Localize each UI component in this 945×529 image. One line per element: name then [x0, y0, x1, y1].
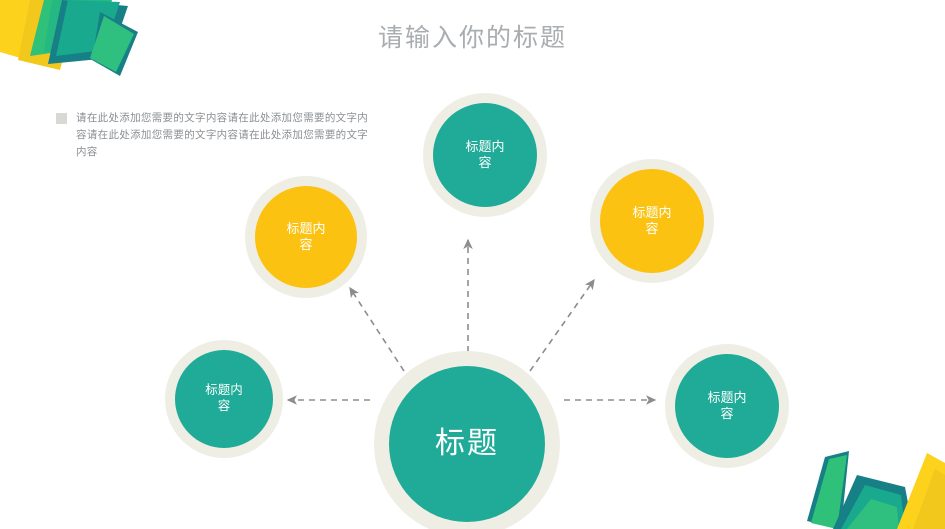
diagram-node-right-disc: 标题内容: [675, 354, 779, 458]
diagram-node-right-upper[interactable]: 标题内容: [590, 159, 714, 283]
diagram-node-center-label: 标题: [435, 427, 499, 461]
diagram-node-center-disc: 标题: [389, 366, 545, 522]
diagram-node-left-upper-disc: 标题内容: [255, 186, 357, 288]
diagram-node-left-upper[interactable]: 标题内容: [245, 176, 367, 298]
connector-center-to-left-upper: [349, 286, 405, 372]
diagram-node-top-disc: 标题内容: [433, 103, 537, 207]
diagram-node-center[interactable]: 标题: [374, 351, 560, 529]
diagram-node-right-label: 标题内容: [707, 389, 747, 421]
diagram-node-right-upper-disc: 标题内容: [600, 169, 704, 273]
connector-center-to-right-upper: [529, 278, 595, 372]
diagram-node-right-upper-label: 标题内容: [632, 204, 672, 236]
diagram-node-left-upper-label: 标题内容: [286, 220, 326, 252]
diagram-node-left-label: 标题内容: [205, 383, 243, 413]
diagram-node-top[interactable]: 标题内容: [423, 93, 547, 217]
diagram-node-right[interactable]: 标题内容: [665, 344, 789, 468]
square-bullet-icon: [56, 113, 67, 124]
diagram-node-left-disc: 标题内容: [175, 350, 273, 448]
description-text: 请在此处添加您需要的文字内容请在此处添加您需要的文字内容请在此处添加您需要的文字…: [76, 112, 368, 158]
diagram-node-top-label: 标题内容: [465, 138, 505, 170]
page-title: 请输入你的标题: [377, 25, 567, 52]
description-block: 请在此处添加您需要的文字内容请在此处添加您需要的文字内容请在此处添加您需要的文字…: [56, 110, 376, 161]
diagram-node-left[interactable]: 标题内容: [165, 340, 283, 458]
